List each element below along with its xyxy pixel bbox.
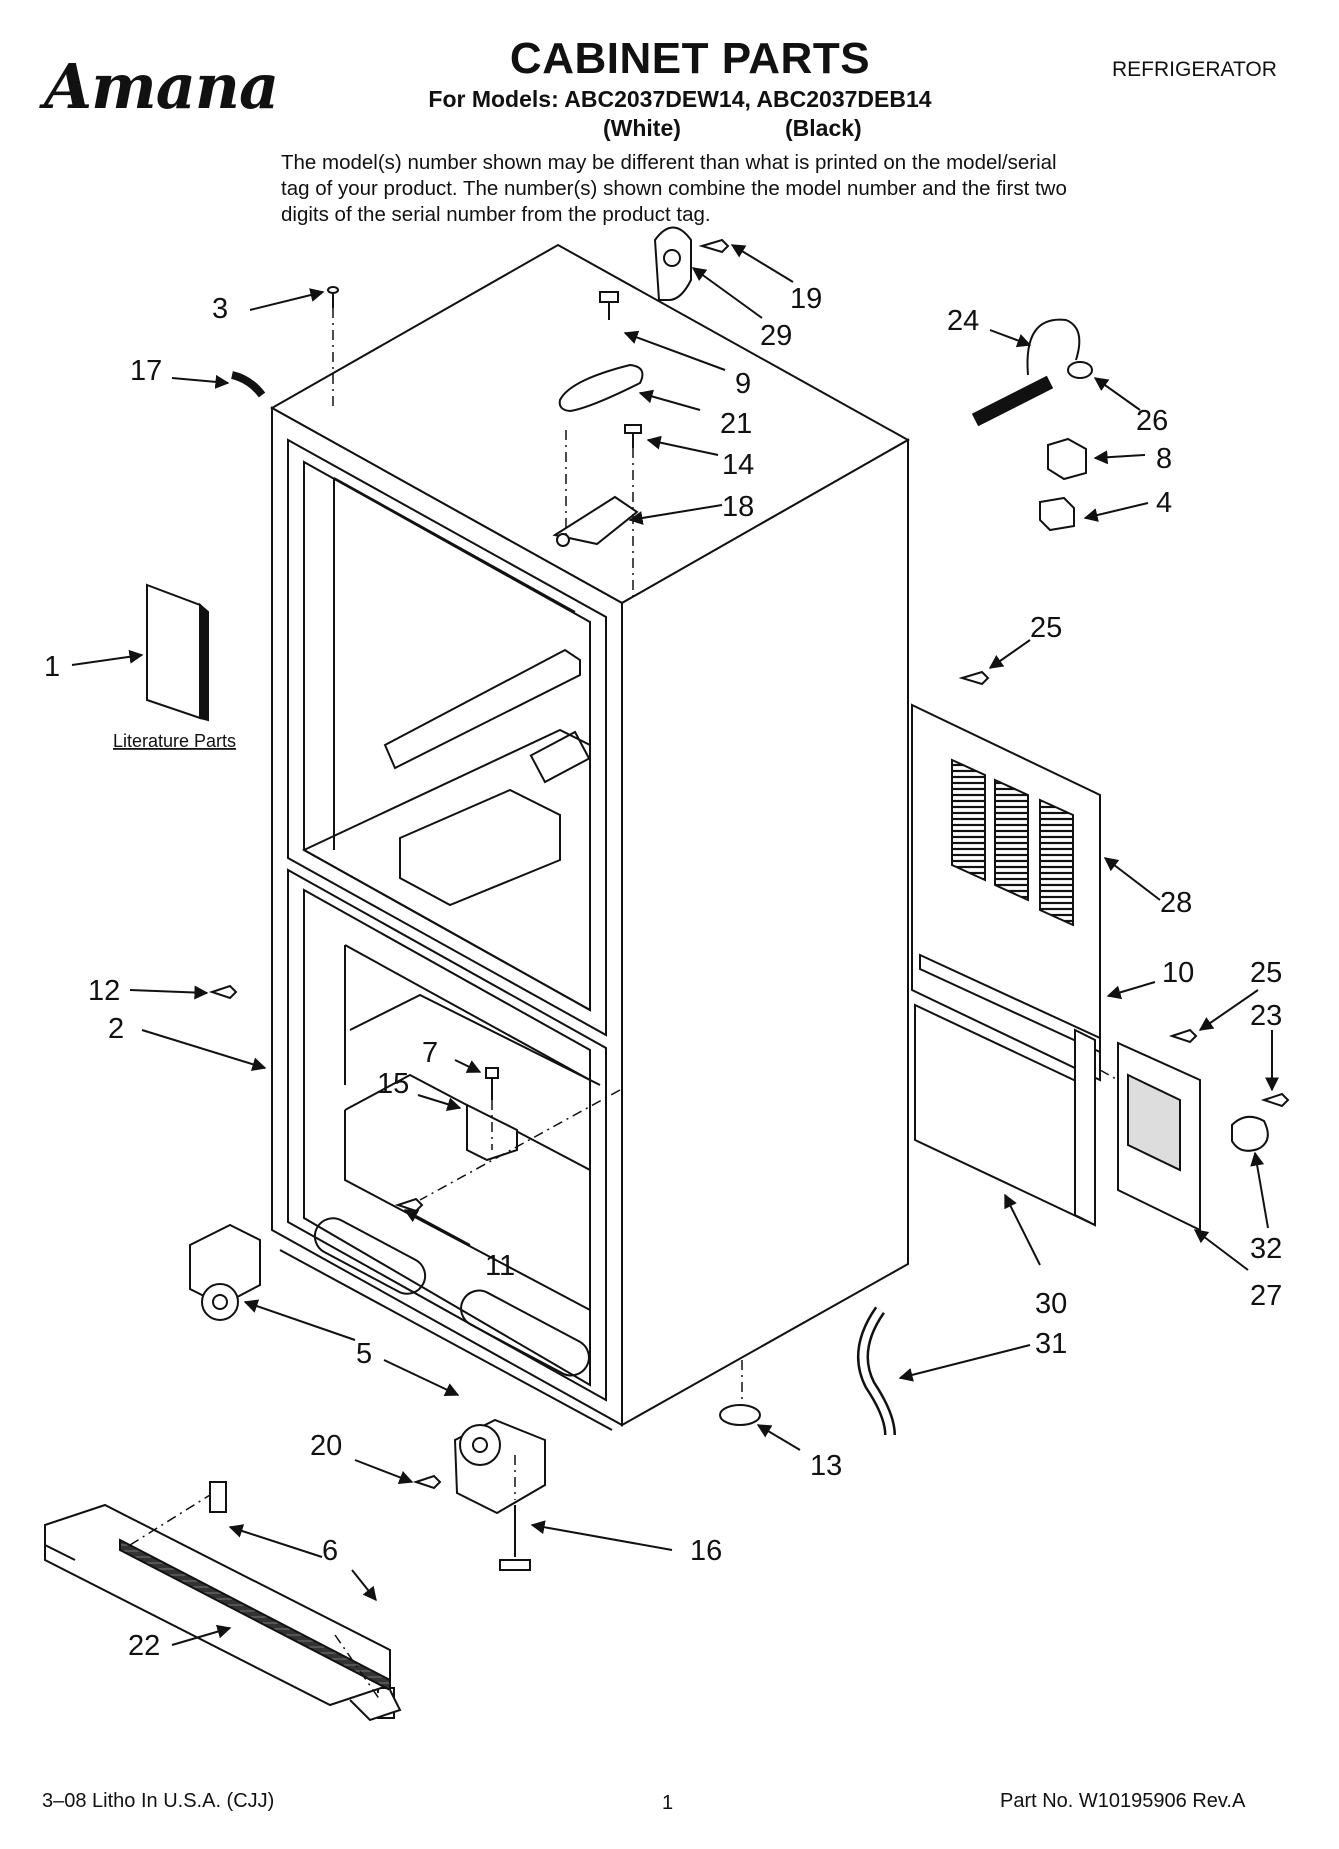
callout-31: 31 bbox=[1035, 1328, 1067, 1360]
callout-27: 27 bbox=[1250, 1280, 1282, 1312]
callout-16: 16 bbox=[690, 1535, 722, 1567]
hardware-parts bbox=[208, 226, 1290, 1719]
callout-17: 17 bbox=[130, 355, 162, 387]
kickplate-grille bbox=[44, 1503, 402, 1722]
cabinet-shell bbox=[269, 243, 911, 1431]
callout-32: 32 bbox=[1250, 1233, 1282, 1265]
callout-2: 2 bbox=[108, 1013, 124, 1045]
callout-13: 13 bbox=[810, 1450, 842, 1482]
part-number: Part No. W10195906 Rev.A bbox=[1000, 1790, 1246, 1812]
page-number: 1 bbox=[662, 1792, 674, 1814]
callout-29: 29 bbox=[760, 320, 792, 352]
callout-25-lower: 25 bbox=[1250, 957, 1282, 989]
model-numbers: For Models: ABC2037DEW14, ABC2037DEB14 bbox=[428, 86, 932, 112]
callout-10: 10 bbox=[1162, 957, 1194, 989]
callout-19: 19 bbox=[790, 283, 822, 315]
leader-arrows bbox=[71, 244, 1279, 1646]
rear-access-cover bbox=[911, 703, 1201, 1232]
callout-3: 3 bbox=[212, 293, 228, 325]
callout-22: 22 bbox=[128, 1630, 160, 1662]
model-color-white: (White) bbox=[603, 115, 681, 141]
exploded-view-diagram: Literature Parts 3 17 19 29 9 21 14 18 2… bbox=[44, 226, 1290, 1722]
callout-8: 8 bbox=[1156, 443, 1172, 475]
callout-28: 28 bbox=[1160, 887, 1192, 919]
callout-30: 30 bbox=[1035, 1288, 1067, 1320]
callout-7: 7 bbox=[422, 1037, 438, 1069]
callout-24: 24 bbox=[947, 305, 979, 337]
callout-5: 5 bbox=[356, 1338, 372, 1370]
callout-9: 9 bbox=[735, 368, 751, 400]
literature-booklet bbox=[146, 583, 209, 722]
callout-6: 6 bbox=[322, 1535, 338, 1567]
callout-21: 21 bbox=[720, 408, 752, 440]
model-color-black: (Black) bbox=[785, 115, 862, 141]
callout-4: 4 bbox=[1156, 487, 1172, 519]
callout-25-upper: 25 bbox=[1030, 612, 1062, 644]
callout-20: 20 bbox=[310, 1430, 342, 1462]
model-number-notice: The model(s) number shown may be differe… bbox=[281, 151, 1067, 226]
literature-parts-label: Literature Parts bbox=[113, 731, 236, 751]
callout-1: 1 bbox=[44, 651, 60, 683]
callout-12: 12 bbox=[88, 975, 120, 1007]
page-title: CABINET PARTS bbox=[509, 34, 871, 83]
callout-23: 23 bbox=[1250, 1000, 1282, 1032]
callout-15: 15 bbox=[377, 1068, 409, 1100]
print-info: 3–08 Litho In U.S.A. (CJJ) bbox=[42, 1790, 275, 1812]
appliance-category: REFRIGERATOR bbox=[1112, 58, 1277, 81]
callout-14: 14 bbox=[722, 449, 754, 481]
callout-26: 26 bbox=[1136, 405, 1168, 437]
brand-logo: Amana bbox=[44, 50, 279, 123]
callout-11: 11 bbox=[485, 1250, 515, 1282]
callout-18: 18 bbox=[722, 491, 754, 523]
roller-assemblies bbox=[189, 1223, 546, 1515]
